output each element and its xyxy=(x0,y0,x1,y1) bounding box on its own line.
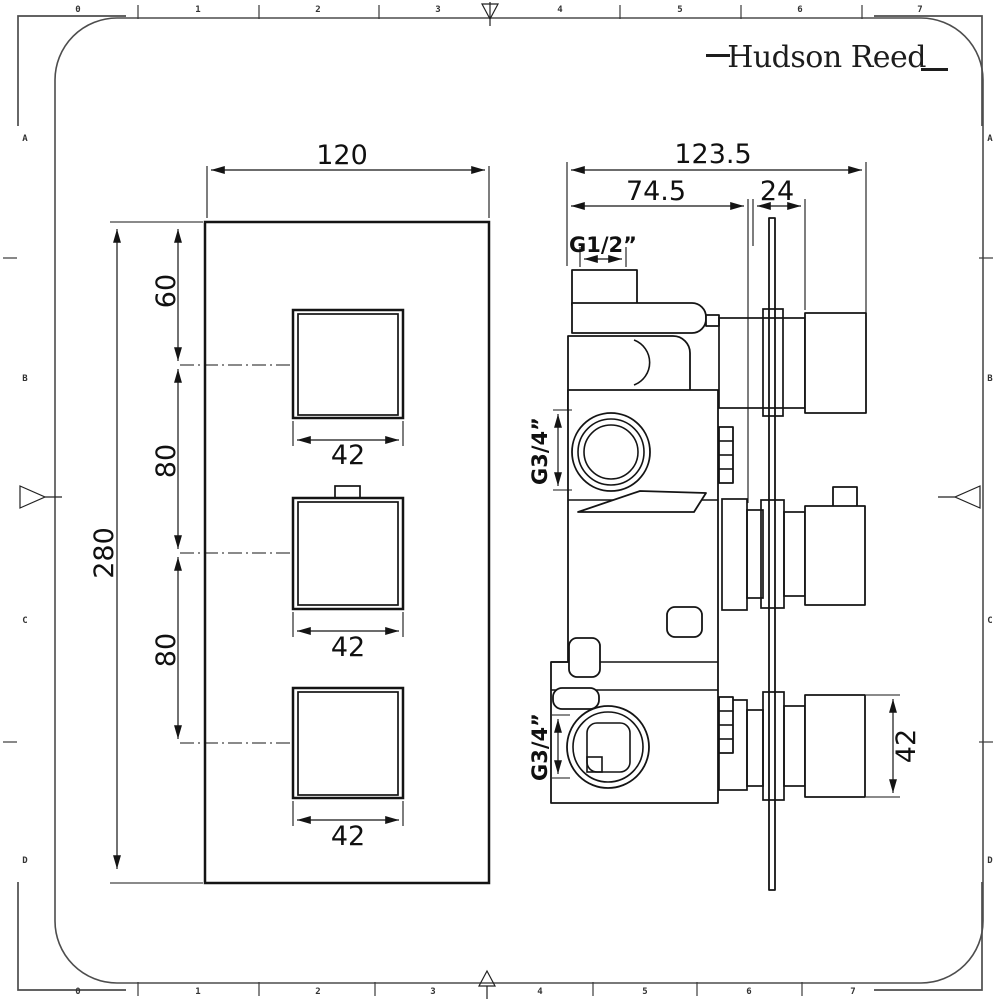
handle-middle-tab xyxy=(832,486,858,508)
ruler-label-left-C: C xyxy=(22,616,27,626)
handle-assembly-middle xyxy=(721,486,866,611)
ruler-left: A B C D xyxy=(3,134,28,866)
center-mark-right xyxy=(938,485,981,509)
ruler-label-bottom-1: 1 xyxy=(195,987,200,997)
border-frame xyxy=(54,17,984,984)
dim-plate-height: 280 xyxy=(89,527,120,579)
dim-plate-width: 120 xyxy=(316,140,368,171)
lower-port-circles xyxy=(566,705,650,789)
ruler-label-top-1: 1 xyxy=(195,5,200,15)
logo-underscore-decoration xyxy=(921,68,948,71)
corner-bracket-top-left xyxy=(17,15,126,126)
center-mark-bottom xyxy=(478,969,496,999)
dim-spacing-upper: 80 xyxy=(151,444,182,478)
dim-top-offset: 60 xyxy=(151,274,182,308)
logo-dash-decoration xyxy=(706,54,731,57)
ruler-label-left-B: B xyxy=(22,374,28,384)
ruler-label-right-B: B xyxy=(987,374,993,384)
side-view: 123.5 74.5 24 G1/2” G3/4” G3/4” 42 xyxy=(528,139,922,891)
ruler-label-top-6: 6 xyxy=(797,5,802,15)
inlet-elbow xyxy=(567,269,720,410)
upper-port-circles xyxy=(571,412,651,492)
ruler-label-right-C: C xyxy=(987,616,992,626)
hex-detail-bottom xyxy=(718,696,734,754)
ruler-label-right-D: D xyxy=(987,856,993,866)
dim-handle-size: 42 xyxy=(891,729,922,763)
dim-body-depth: 74.5 xyxy=(626,176,686,207)
handle-assembly-bottom xyxy=(718,691,866,801)
dim-control1-size: 42 xyxy=(331,440,365,471)
ruler-label-bottom-0: 0 xyxy=(75,987,80,997)
ruler-label-bottom-3: 3 xyxy=(430,987,435,997)
ruler-label-right-A: A xyxy=(987,134,993,144)
ruler-right: A B C D xyxy=(979,134,993,866)
ruler-label-bottom-5: 5 xyxy=(642,987,647,997)
ruler-label-bottom-7: 7 xyxy=(850,987,855,997)
side-dimension-lines xyxy=(554,166,897,793)
centerlines xyxy=(180,364,291,744)
dim-plate-to-handle: 24 xyxy=(760,176,794,207)
ruler-label-top-3: 3 xyxy=(435,5,440,15)
brand-logo-text: Hudson Reed xyxy=(727,40,926,75)
control-square-2-tab xyxy=(334,485,361,499)
hex-detail-top xyxy=(718,426,734,484)
ruler-label-top-0: 0 xyxy=(75,5,80,15)
ruler-label-left-A: A xyxy=(22,134,28,144)
corner-bracket-bottom-left xyxy=(17,882,126,991)
control-square-3 xyxy=(291,686,405,800)
handle-assembly-top xyxy=(718,308,867,484)
dim-upper-port-thread: G3/4” xyxy=(528,417,552,485)
ruler-label-bottom-6: 6 xyxy=(746,987,751,997)
ruler-label-top-7: 7 xyxy=(917,5,922,15)
ruler-label-top-4: 4 xyxy=(557,5,563,15)
front-dimension-lines xyxy=(113,166,485,869)
ruler-label-bottom-4: 4 xyxy=(537,987,543,997)
ruler-label-top-2: 2 xyxy=(315,5,320,15)
brand-logo: Hudson Reed xyxy=(706,40,948,75)
dim-spacing-lower: 80 xyxy=(151,633,182,667)
wall-plate-profile xyxy=(768,217,776,891)
control-square-1 xyxy=(291,308,405,420)
corner-bracket-top-right xyxy=(874,15,983,126)
ruler-label-left-D: D xyxy=(22,856,28,866)
ruler-top: 0 1 2 3 4 5 6 7 xyxy=(75,5,923,19)
ruler-label-bottom-2: 2 xyxy=(315,987,320,997)
front-view: 120 280 60 80 80 42 42 42 xyxy=(89,140,491,885)
side-extension-lines xyxy=(552,162,900,798)
valve-body xyxy=(550,389,719,804)
dim-control3-size: 42 xyxy=(331,821,365,852)
ruler-label-top-5: 5 xyxy=(677,5,682,15)
dim-overall-depth: 123.5 xyxy=(674,139,751,170)
corner-bracket-bottom-right xyxy=(874,882,983,991)
sheet-frame xyxy=(17,2,984,999)
center-mark-top xyxy=(481,2,499,26)
dim-inlet-thread: G1/2” xyxy=(569,233,637,257)
ruler-bottom: 0 1 2 3 4 5 6 7 xyxy=(75,982,856,997)
control-square-2 xyxy=(291,485,405,611)
dim-lower-port-thread: G3/4” xyxy=(528,713,552,781)
front-extension-lines xyxy=(110,166,490,884)
dim-control2-size: 42 xyxy=(331,632,365,663)
center-mark-left xyxy=(19,485,62,509)
